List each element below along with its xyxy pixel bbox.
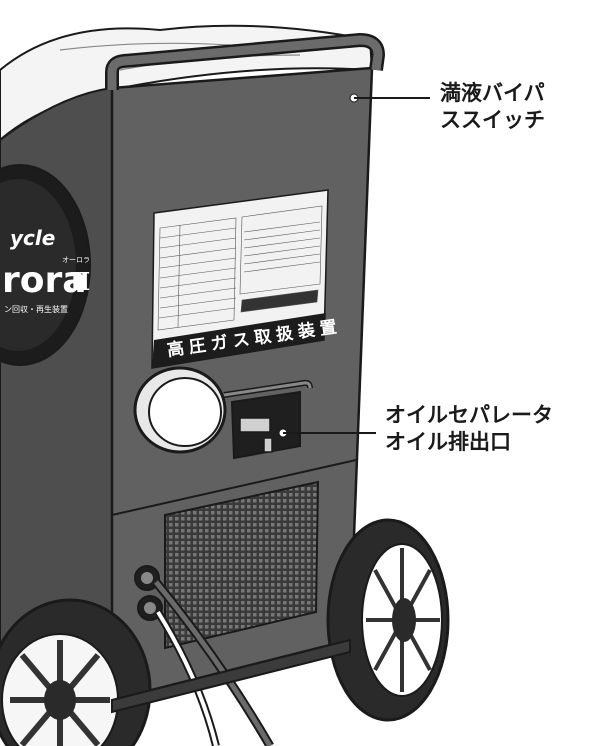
oil-drain-valve bbox=[239, 417, 271, 433]
logo-name: rora bbox=[2, 260, 87, 301]
vent-grille bbox=[164, 480, 320, 650]
hose-fittings bbox=[134, 565, 163, 621]
bypass-switch-label: 満液バイパ ススイッチ bbox=[440, 80, 545, 134]
oil-drain-label: オイルセパレータ オイル排出口 bbox=[385, 402, 553, 456]
oil-drain-label-line1: オイルセパレータ bbox=[385, 403, 553, 427]
oil-drain-label-line2: オイル排出口 bbox=[385, 430, 511, 454]
bypass-switch-label-line2: ススイッチ bbox=[440, 108, 545, 132]
oil-drain-box bbox=[223, 379, 313, 460]
logo-kana: オーロラ bbox=[62, 256, 90, 264]
logo-numeral: Ⅱ bbox=[70, 267, 90, 296]
right-wheel bbox=[326, 518, 450, 722]
nameplate-spec-table bbox=[157, 205, 323, 331]
nameplate: 高圧ガス取扱装置 bbox=[151, 189, 343, 369]
pressure-gauge bbox=[133, 366, 227, 454]
logo-disc: ycle オーロラ rora Ⅱ ン回収・再生装置 bbox=[0, 164, 91, 366]
panel-seam bbox=[111, 459, 357, 516]
bottom-frame bbox=[111, 638, 351, 714]
bypass-switch-label-line1: 満液バイパ bbox=[440, 81, 545, 105]
logo-subtitle: ン回収・再生装置 bbox=[4, 304, 68, 314]
handle-inner bbox=[107, 35, 383, 90]
hose-1-core bbox=[154, 580, 273, 746]
logo-cycle: ycle bbox=[10, 226, 55, 250]
